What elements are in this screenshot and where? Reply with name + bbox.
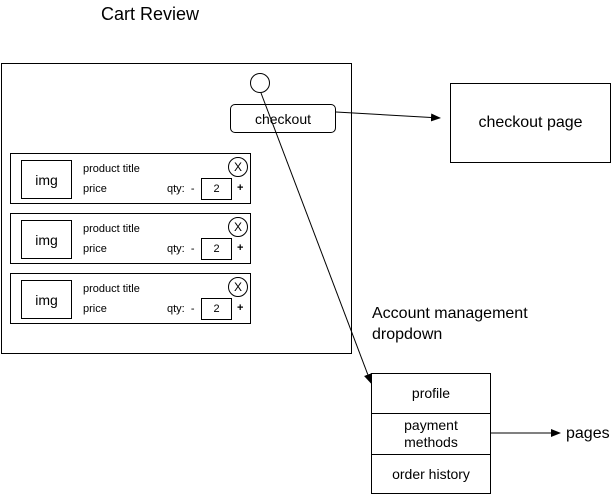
- account-dropdown: profile payment methods order history: [371, 373, 491, 494]
- arrow-to-account-dropdown: [260, 92, 372, 384]
- title-text: Cart Review: [100, 4, 200, 24]
- product-price: price: [83, 303, 107, 315]
- cart-item: img product title price qty: - 2 + X: [10, 213, 251, 264]
- account-dropdown-label: Account management dropdown: [372, 303, 572, 345]
- product-title: product title: [83, 163, 140, 175]
- product-price: price: [83, 243, 107, 255]
- pages-label: pages: [566, 425, 610, 442]
- product-image: img: [21, 280, 72, 319]
- product-price: price: [83, 183, 107, 195]
- cart-item: img product title price qty: - 2 + X: [10, 273, 251, 324]
- arrow-to-checkout-page: [335, 111, 441, 122]
- qty-decrement[interactable]: qty: -: [167, 243, 195, 255]
- dropdown-item-profile[interactable]: profile: [371, 373, 491, 414]
- cart-item: img product title price qty: - 2 + X: [10, 153, 251, 204]
- qty-input[interactable]: 2: [201, 238, 232, 260]
- account-label-line1: Account management: [372, 305, 528, 322]
- dropdown-item-payment-methods[interactable]: payment methods: [371, 413, 491, 455]
- remove-item-button[interactable]: X: [228, 277, 248, 297]
- qty-decrement[interactable]: qty: -: [167, 303, 195, 315]
- remove-item-button[interactable]: X: [228, 157, 248, 177]
- product-image: img: [21, 160, 72, 199]
- qty-decrement[interactable]: qty: -: [167, 183, 195, 195]
- remove-item-button[interactable]: X: [228, 217, 248, 237]
- account-circle-button[interactable]: [250, 73, 270, 93]
- checkout-page-box: checkout page: [450, 83, 611, 163]
- qty-increment[interactable]: +: [237, 182, 244, 194]
- qty-increment[interactable]: +: [237, 242, 244, 254]
- qty-increment[interactable]: +: [237, 302, 244, 314]
- qty-input[interactable]: 2: [201, 178, 232, 200]
- product-title: product title: [83, 223, 140, 235]
- account-label-line2: dropdown: [372, 326, 443, 343]
- qty-input[interactable]: 2: [201, 298, 232, 320]
- page-title: Cart Review: [100, 2, 200, 26]
- dropdown-item-order-history[interactable]: order history: [371, 454, 491, 494]
- product-title: product title: [83, 283, 140, 295]
- product-image: img: [21, 220, 72, 259]
